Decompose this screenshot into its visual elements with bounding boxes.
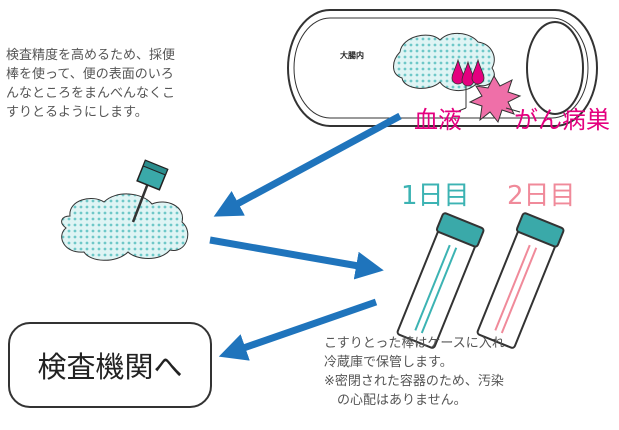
lab-label: 検査機関へ (37, 350, 183, 384)
cancer-lesion-label: がん病巣 (514, 106, 610, 134)
sample-tube-day2 (476, 212, 565, 349)
colon-label: 大腸内 (340, 50, 364, 60)
blood-label: 血液 (414, 106, 462, 134)
sample-tube-day1 (396, 212, 485, 349)
day2-label: 2日目 (507, 181, 576, 211)
arrow-colon-to-stool (213, 112, 402, 217)
blood-drop-1 (451, 58, 465, 85)
stool-sample-with-stick (61, 159, 189, 261)
lab-box: 検査機関へ (8, 322, 212, 408)
day1-label: 1日目 (401, 181, 470, 211)
blood-drop-3 (471, 58, 485, 85)
arrow-tube-to-lab (218, 298, 378, 361)
note-text: ※密閉された容器のため、汚染 の心配はありません。 (324, 374, 504, 408)
colon-illustration: 大腸内 (287, 9, 598, 127)
storage-text: こすりとった棒はケースに入れ冷蔵庫で保管します。 (324, 336, 505, 370)
arrow-stool-to-tube (209, 236, 384, 280)
blood-drop-2 (461, 60, 475, 87)
intro-text: 検査精度を高めるため、採便棒を使って、便の表面のいろんなところをまんべんなくこす… (6, 48, 176, 120)
cancer-lesion (468, 74, 522, 124)
